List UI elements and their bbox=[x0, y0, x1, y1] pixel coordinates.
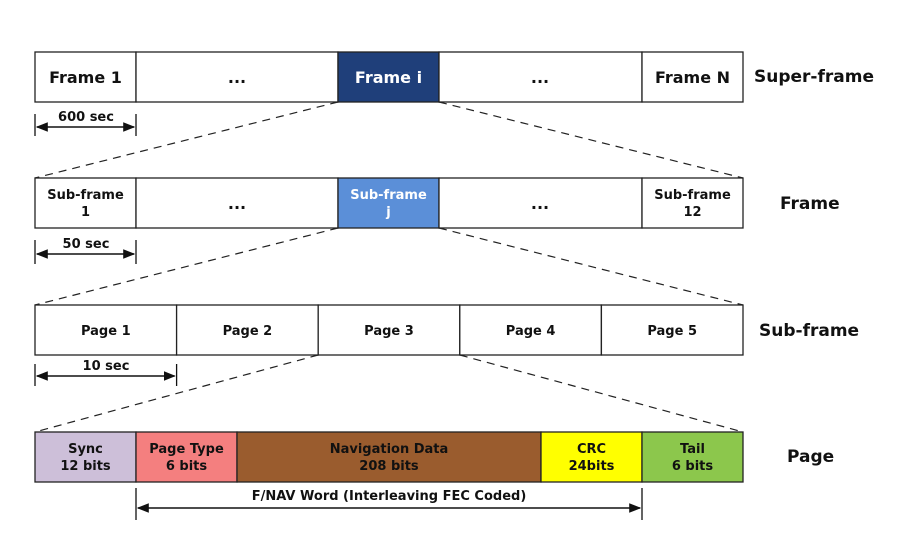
page-2-label: Page 2 bbox=[223, 324, 273, 339]
superframe-row: Frame 1 ... Frame i ... Frame N Super-fr… bbox=[34, 51, 874, 136]
page-1-cell bbox=[34, 304, 178, 356]
superframe-duration-label: 600 sec bbox=[58, 110, 114, 125]
page-4-cell bbox=[459, 304, 603, 356]
superframe-row-label: Super-frame bbox=[754, 67, 874, 87]
expand-line-subframe-right bbox=[438, 227, 744, 306]
frame-1-label: Frame 1 bbox=[49, 68, 122, 87]
page-row-label: Page bbox=[787, 447, 834, 467]
frame-row: Sub-frame 1 ... Sub-frame j ... Sub-fram… bbox=[34, 177, 840, 264]
expand-line-frame-left bbox=[34, 101, 339, 179]
sync-field-cell bbox=[34, 431, 137, 483]
crc-field-line1: CRC bbox=[577, 442, 606, 457]
subframe-12-cell bbox=[641, 177, 744, 229]
page-1-label: Page 1 bbox=[81, 324, 131, 339]
crc-field-cell bbox=[540, 431, 643, 483]
subframe-1-cell bbox=[34, 177, 137, 229]
subframe-1-line1: Sub-frame bbox=[47, 188, 124, 203]
expand-line-page-left bbox=[34, 354, 319, 433]
subframe-j-line1: Sub-frame bbox=[350, 188, 427, 203]
frame-i-cell bbox=[337, 51, 440, 103]
subframe-row: Page 1 Page 2 Page 3 Page 4 Page 5 Sub-f… bbox=[34, 304, 859, 386]
frame-ellipsis-label-left: ... bbox=[228, 68, 246, 87]
frame-ellipsis-cell-left bbox=[135, 51, 339, 103]
subframe-12-line2: 12 bbox=[683, 205, 701, 220]
frame-1-cell bbox=[34, 51, 137, 103]
page-3-label: Page 3 bbox=[364, 324, 414, 339]
subframe-j-cell bbox=[337, 177, 440, 229]
frame-duration-label: 50 sec bbox=[63, 237, 110, 252]
fnav-word-span-label: F/NAV Word (Interleaving FEC Coded) bbox=[252, 489, 527, 504]
tail-field-line2: 6 bits bbox=[672, 459, 714, 474]
subframe-row-label: Sub-frame bbox=[759, 321, 859, 341]
navigation-data-field-cell bbox=[236, 431, 542, 483]
frame-n-cell bbox=[641, 51, 744, 103]
expand-line-frame-right bbox=[438, 101, 744, 179]
sync-field-line1: Sync bbox=[68, 442, 103, 457]
page-5-cell bbox=[600, 304, 744, 356]
page-type-field-line1: Page Type bbox=[149, 442, 224, 457]
tail-field-line1: Tail bbox=[680, 442, 705, 457]
expand-line-subframe-left bbox=[34, 227, 339, 306]
subframe-ellipsis-cell-right bbox=[438, 177, 643, 229]
expand-line-page-right bbox=[459, 354, 744, 433]
navigation-data-field-line2: 208 bits bbox=[359, 459, 419, 474]
page-4-label: Page 4 bbox=[506, 324, 556, 339]
navigation-data-field-line1: Navigation Data bbox=[330, 442, 449, 457]
crc-field-line2: 24bits bbox=[569, 459, 615, 474]
page-type-field-line2: 6 bits bbox=[166, 459, 208, 474]
page-row: Sync 12 bits Page Type 6 bits Navigation… bbox=[34, 431, 834, 520]
page-3-cell bbox=[317, 304, 461, 356]
frame-ellipsis-label-right: ... bbox=[531, 68, 549, 87]
subframe-1-line2: 1 bbox=[81, 205, 90, 220]
frame-i-label: Frame i bbox=[355, 68, 422, 87]
frame-n-label: Frame N bbox=[655, 68, 730, 87]
subframe-duration-label: 10 sec bbox=[83, 359, 130, 374]
tail-field-cell bbox=[641, 431, 744, 483]
page-5-label: Page 5 bbox=[647, 324, 697, 339]
page-type-field-cell bbox=[135, 431, 238, 483]
subframe-12-line1: Sub-frame bbox=[654, 188, 731, 203]
subframe-ellipsis-label-left: ... bbox=[228, 194, 246, 213]
subframe-j-line2: j bbox=[385, 205, 390, 220]
subframe-ellipsis-cell-left bbox=[135, 177, 339, 229]
subframe-ellipsis-label-right: ... bbox=[531, 194, 549, 213]
frame-row-label: Frame bbox=[780, 194, 840, 214]
sync-field-line2: 12 bits bbox=[60, 459, 111, 474]
